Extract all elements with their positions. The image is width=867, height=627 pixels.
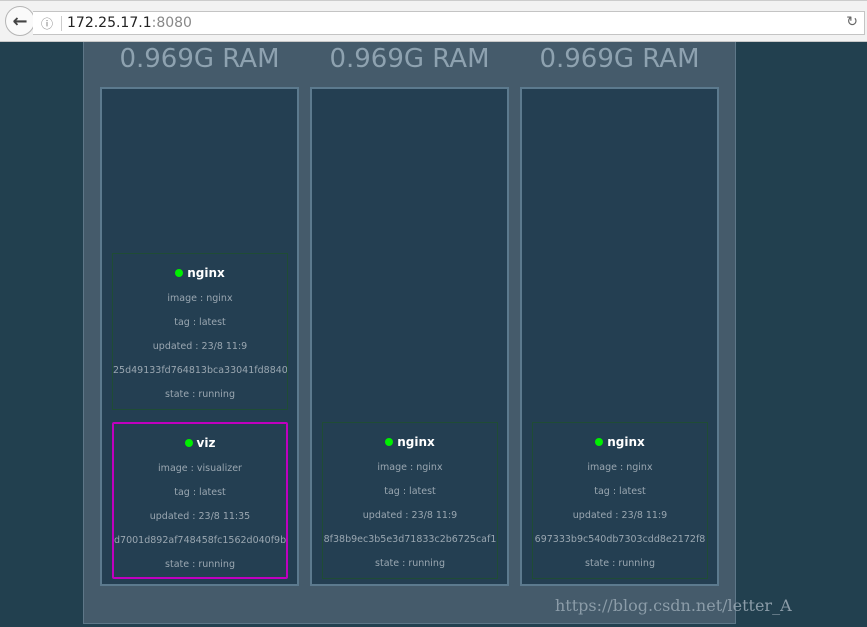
container-image: image : visualizer — [158, 463, 242, 474]
container-updated: updated : 23/8 11:35 — [149, 511, 251, 522]
container-card[interactable]: nginx image : nginx tag : latest updated : … — [322, 422, 498, 579]
container-updated: updated : 23/8 11:9 — [572, 510, 668, 521]
container-title: nginx — [323, 435, 497, 449]
node-column: nginx image : nginx tag : latest updated : … — [100, 87, 299, 586]
address-text: 172.25.17.1:8080 — [67, 15, 192, 31]
container-id: 25d49133fd764813bca33041fd8840 — [113, 365, 288, 376]
node-ram: 0.969G RAM — [119, 44, 280, 74]
container-state: state : running — [165, 389, 235, 400]
address-port: :8080 — [151, 15, 192, 31]
container-id: 8f38b9ec3b5e3d71833c2b6725caf1 — [323, 534, 497, 545]
container-updated: updated : 23/8 11:9 — [362, 510, 458, 521]
divider — [61, 16, 62, 31]
container-card[interactable]: nginx image : nginx tag : latest updated : … — [112, 253, 288, 410]
address-bar[interactable]: ⓘ 172.25.17.1:8080 ↻ — [33, 11, 865, 35]
swarm-panel: 0.969G RAM nginx image : nginx tag : latest… — [83, 42, 736, 624]
back-button[interactable]: ← — [5, 6, 35, 36]
container-card[interactable]: viz image : visualizer tag : latest updated… — [112, 422, 288, 579]
container-title: viz — [114, 436, 286, 450]
node-column: nginx image : nginx tag : latest updated : … — [310, 87, 509, 586]
browser-toolbar: ← ⓘ 172.25.17.1:8080 ↻ — [0, 0, 867, 42]
container-name: nginx — [397, 435, 435, 449]
node-column: nginx image : nginx tag : latest updated : … — [520, 87, 719, 586]
container-tag: tag : latest — [174, 317, 226, 328]
status-dot-icon — [595, 438, 604, 446]
node-ram: 0.969G RAM — [329, 44, 490, 74]
container-state: state : running — [375, 558, 445, 569]
container-tag: tag : latest — [174, 487, 226, 498]
container-image: image : nginx — [167, 293, 233, 304]
info-icon[interactable]: ⓘ — [41, 17, 54, 31]
watermark: https://blog.csdn.net/letter_A — [555, 596, 792, 615]
status-dot-icon — [385, 438, 394, 446]
container-tag: tag : latest — [594, 486, 646, 497]
status-dot-icon — [184, 439, 193, 447]
container-image: image : nginx — [377, 462, 443, 473]
container-state: state : running — [585, 558, 655, 569]
container-card[interactable]: nginx image : nginx tag : latest updated : … — [532, 422, 708, 579]
address-host: 172.25.17.1 — [67, 15, 152, 31]
status-dot-icon — [175, 269, 184, 277]
container-image: image : nginx — [587, 462, 653, 473]
container-name: nginx — [187, 266, 225, 280]
container-title: nginx — [113, 266, 287, 280]
container-title: nginx — [533, 435, 707, 449]
container-id: 697333b9c540db7303cdd8e2172f8 — [534, 534, 706, 545]
container-name: nginx — [607, 435, 645, 449]
container-id: d7001d892af748458fc1562d040f9b — [114, 535, 287, 546]
container-name: viz — [196, 436, 216, 450]
node-ram: 0.969G RAM — [539, 44, 700, 74]
container-state: state : running — [165, 559, 235, 570]
reload-icon[interactable]: ↻ — [846, 14, 858, 30]
container-updated: updated : 23/8 11:9 — [152, 341, 248, 352]
container-tag: tag : latest — [384, 486, 436, 497]
